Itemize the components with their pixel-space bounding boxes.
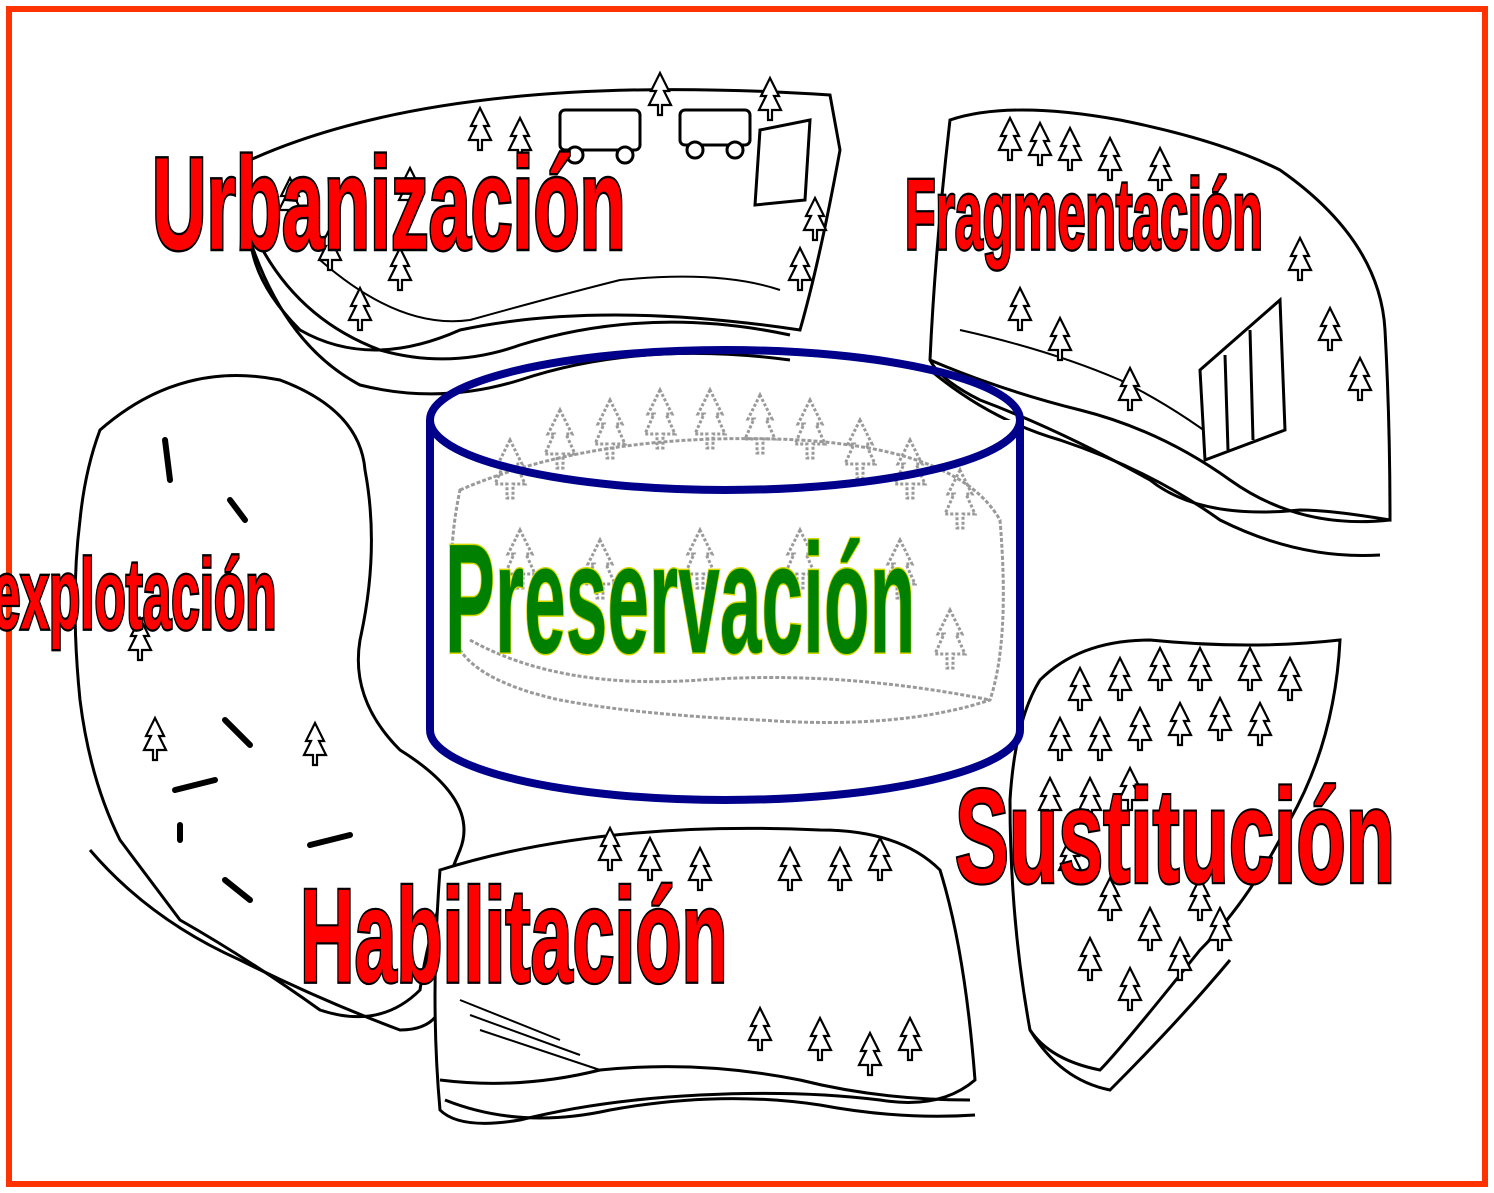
urbanization-landscape xyxy=(248,71,842,396)
fence-icon xyxy=(1198,296,1287,463)
substitution-label: Sustitución xyxy=(954,761,1397,911)
preserved-forest-sketch xyxy=(449,388,1005,724)
preservation-label: Preservación xyxy=(444,513,916,687)
habilitation-label: Habilitación xyxy=(299,862,729,1011)
log-icon xyxy=(162,437,353,903)
urbanization-label: Urbanización xyxy=(151,132,627,278)
overexploitation-landscape xyxy=(73,374,466,1032)
vehicle-icon xyxy=(558,108,752,165)
overexploitation-label: explotación xyxy=(0,538,278,651)
substitution-landscape xyxy=(1008,638,1342,1092)
habilitation-landscape xyxy=(433,826,977,1125)
fragmentation-landscape xyxy=(928,108,1392,558)
preservation-cylinder xyxy=(426,346,1024,804)
fragmentation-label: Fragmentación xyxy=(904,158,1264,271)
